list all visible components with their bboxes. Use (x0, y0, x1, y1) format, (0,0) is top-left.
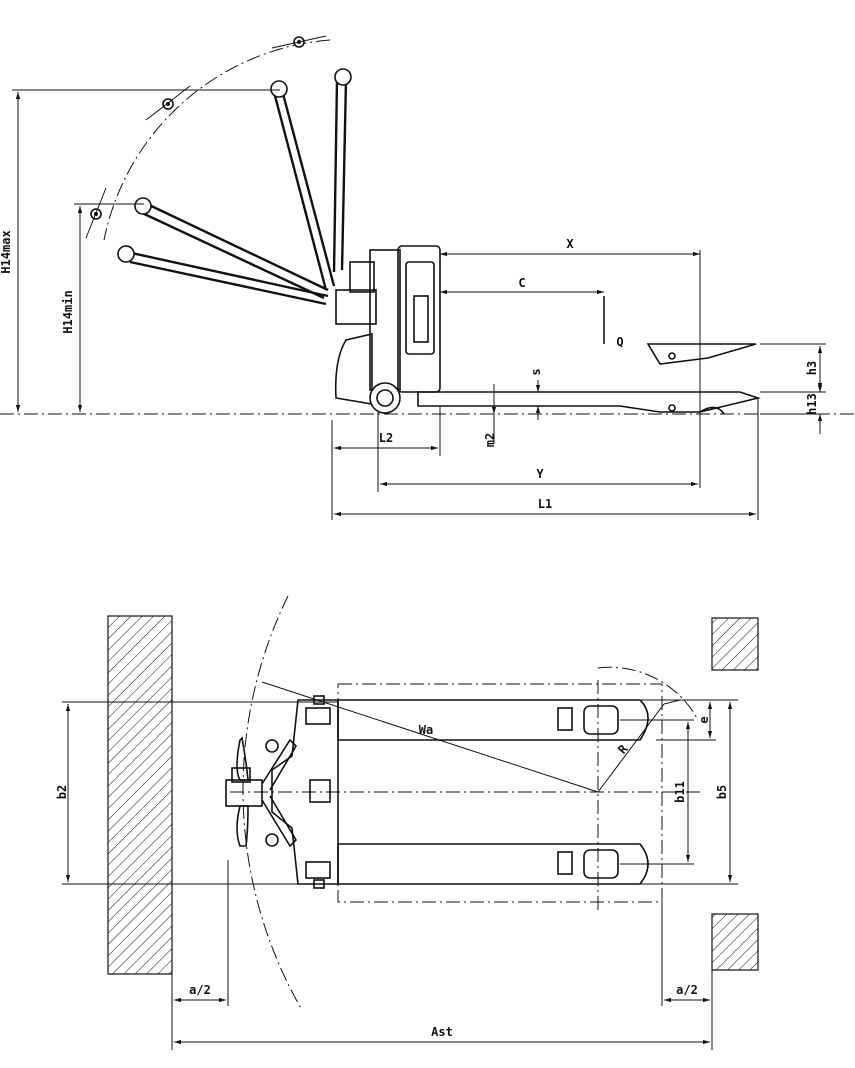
left-wall (107, 615, 173, 975)
wa-label: Wa (419, 723, 433, 737)
tiller-arm-3 (270, 80, 336, 291)
x-label: X (566, 237, 574, 251)
fork-upper (337, 699, 649, 741)
h3-label: h3 (805, 361, 819, 375)
e-label: e (697, 716, 711, 723)
l2-label: L2 (379, 431, 393, 445)
m2-label: m2 (483, 433, 497, 447)
b5-label: b5 (715, 785, 729, 799)
h14max-label: H14max (0, 230, 13, 273)
tiller-handles (117, 68, 352, 306)
raised-fork-tip (646, 343, 757, 365)
b2-label: b2 (55, 785, 69, 799)
tiller-arm-2 (134, 197, 329, 300)
h13-label: h13 (805, 393, 819, 415)
a2-right-label: a/2 (676, 983, 698, 997)
side-view: H14max H14min X C Q s h3 (0, 35, 855, 520)
top-dimensions: b2 b5 b11 e Wa R a/2 (55, 699, 738, 1050)
right-wall-top (711, 617, 759, 671)
c-label: C (518, 276, 525, 290)
y-label: Y (536, 467, 544, 481)
r-line (597, 703, 665, 793)
fork-radius-arc (597, 666, 699, 721)
turning-arc (242, 595, 303, 1011)
wa-line (261, 681, 599, 793)
h14min-label: H14min (61, 290, 75, 333)
side-dimensions: H14max H14min X C Q s h3 (0, 89, 826, 520)
tiller-arm-4 (332, 68, 352, 273)
r-label: R (615, 742, 631, 757)
q-label: Q (616, 335, 623, 349)
a2-left-label: a/2 (189, 983, 211, 997)
fork-side (417, 296, 761, 415)
right-wall-bottom (711, 913, 759, 971)
tiller-head-top (225, 736, 298, 848)
l1-label: L1 (538, 497, 552, 511)
drive-wheel (369, 382, 401, 414)
handle-position-markers (85, 35, 327, 239)
tiller-arm-1 (117, 245, 329, 306)
pallet-outline (337, 683, 663, 903)
truck-body (334, 245, 441, 414)
b11-label: b11 (673, 781, 687, 803)
top-view: b2 b5 b11 e Wa R a/2 (55, 595, 759, 1050)
ast-label: Ast (431, 1025, 453, 1039)
s-label: s (529, 368, 543, 375)
